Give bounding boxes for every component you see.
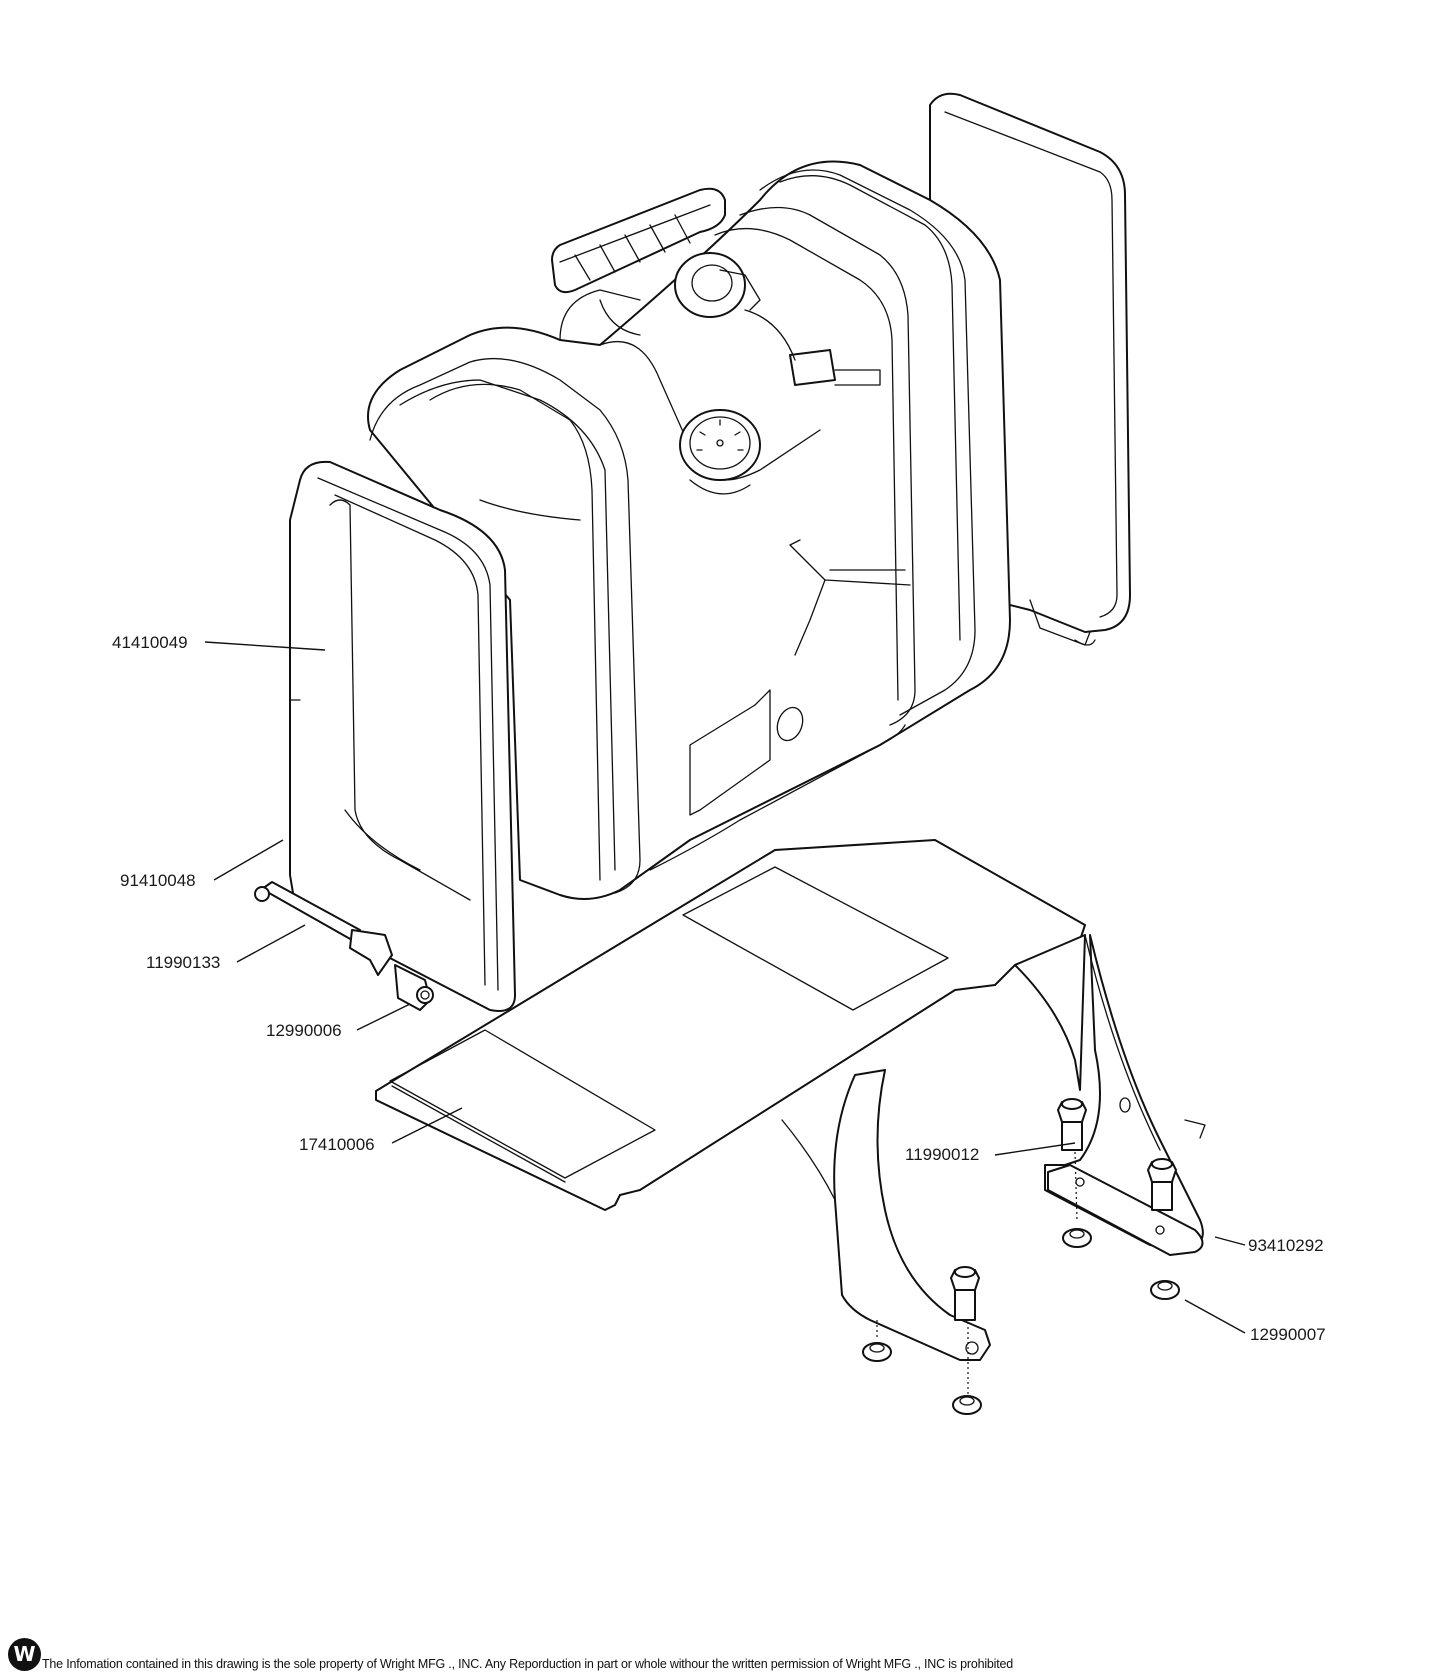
wright-logo-icon: W	[8, 1638, 41, 1671]
label-41410049: 41410049	[112, 633, 188, 652]
flange-nut-4	[952, 1395, 982, 1415]
label-11990012: 11990012	[905, 1145, 979, 1164]
flange-bolt-rear-1	[1057, 1098, 1087, 1221]
front-tank-strap	[289, 460, 516, 1012]
flange-bolt-front	[950, 1266, 980, 1398]
label-12990007: 12990007	[1250, 1325, 1326, 1344]
front-strap-bolt	[254, 881, 393, 976]
callout-leaders	[204, 641, 1246, 1334]
footer: W The Infomation contained in this drawi…	[0, 1637, 1445, 1677]
fuel-cap	[551, 187, 726, 336]
flange-nut-3	[862, 1320, 892, 1362]
label-93410292: 93410292	[1248, 1236, 1324, 1255]
fuel-tank	[367, 160, 1011, 900]
fuel-sender-unit	[674, 252, 881, 386]
label-12990006: 12990006	[266, 1021, 342, 1040]
front-strap-nut	[394, 964, 434, 1011]
flange-bolt-rear-2	[1147, 1158, 1177, 1211]
label-11990133: 11990133	[146, 953, 220, 972]
label-17410006: 17410006	[299, 1135, 375, 1154]
footer-disclaimer: The Infomation contained in this drawing…	[42, 1657, 1014, 1671]
label-91410048: 91410048	[120, 871, 196, 890]
fuel-level-gauge	[679, 409, 761, 495]
flange-nut-2	[1150, 1280, 1180, 1300]
part-labels: 41410049 91410048 11990133 12990006 1741…	[112, 633, 1326, 1344]
flange-nut-1	[1062, 1228, 1092, 1248]
rear-leg-plate	[1047, 1164, 1204, 1256]
